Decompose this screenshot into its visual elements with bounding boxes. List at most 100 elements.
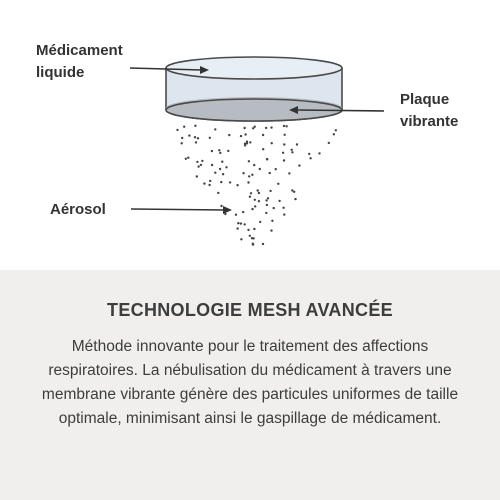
label-aerosol: Aérosol	[50, 201, 106, 218]
arrow-aerosol	[130, 208, 226, 211]
aerosol-droplet	[248, 195, 252, 198]
aerosol-droplet	[327, 141, 330, 145]
aerosol-droplet	[249, 141, 252, 144]
aerosol-droplet	[277, 182, 280, 185]
aerosol-droplet	[210, 163, 214, 167]
label-plaque-vibrante: Plaque vibrante	[400, 89, 458, 133]
aerosol-droplet	[203, 182, 206, 185]
aerosol-droplet	[266, 197, 270, 200]
aerosol-droplet	[220, 180, 223, 184]
aerosol-droplet	[240, 238, 243, 241]
aerosol-droplet	[252, 127, 255, 130]
aerosol-droplet	[251, 207, 254, 211]
aerosol-droplet	[288, 172, 291, 175]
label-plaque-line2: vibrante	[400, 113, 459, 130]
aerosol-droplet	[183, 125, 186, 128]
aerosol-droplet	[262, 148, 265, 151]
cup-rim	[165, 56, 343, 80]
aerosol-droplet	[282, 159, 286, 162]
aerosol-droplet	[283, 143, 286, 146]
label-plaque-line1: Plaque	[400, 91, 450, 108]
aerosol-droplet	[278, 199, 281, 203]
aerosol-droplet	[239, 222, 243, 225]
aerosol-droplet	[295, 143, 299, 146]
aerosol-droplet	[234, 213, 238, 216]
aerosol-droplet	[251, 173, 254, 176]
arrow-medicament-head	[200, 66, 209, 74]
aerosol-droplet	[253, 125, 256, 128]
aerosol-droplet	[247, 160, 251, 163]
aerosol-droplet	[176, 128, 179, 132]
aerosol-droplet	[253, 198, 256, 201]
panel-description: Méthode innovante pour le traitement des…	[41, 338, 459, 427]
aerosol-droplet	[291, 151, 294, 154]
aerosol-droplet	[239, 134, 243, 138]
aerosol-droplet	[196, 160, 199, 164]
aerosol-droplet	[247, 181, 250, 184]
aerosol-droplet	[184, 157, 187, 160]
aerosol-droplet	[270, 126, 273, 129]
aerosol-droplet	[334, 129, 337, 132]
aerosol-droplet	[259, 220, 262, 224]
aerosol-droplet	[188, 134, 191, 137]
aerosol-droplet	[248, 175, 251, 178]
aerosol-droplet	[318, 152, 321, 155]
aerosol-droplet	[208, 136, 211, 139]
aerosol-droplet	[219, 151, 222, 155]
aerosol-droplet	[224, 212, 227, 216]
aerosol-droplet	[281, 151, 285, 154]
aerosol-droplet	[283, 133, 286, 136]
aerosol-droplet	[193, 136, 197, 139]
aerosol-droplet	[249, 192, 253, 195]
aerosol-droplet	[194, 124, 197, 128]
aerosol-droplet	[265, 211, 268, 215]
aerosol-droplet	[217, 191, 220, 195]
aerosol-droplet	[254, 205, 257, 208]
panel-title: TECHNOLOGIE MESH AVANCÉE	[107, 300, 393, 320]
aerosol-droplet	[228, 133, 231, 137]
aerosol-droplet	[298, 164, 301, 167]
aerosol-droplet	[282, 206, 285, 209]
aerosol-droplet	[268, 171, 271, 175]
aerosol-droplet	[180, 142, 183, 145]
aerosol-droplet	[237, 222, 240, 225]
aerosol-droplet	[271, 219, 274, 222]
aerosol-droplet	[196, 137, 200, 140]
aerosol-droplet	[261, 242, 265, 246]
aerosol-droplet	[244, 133, 247, 136]
aerosol-droplet	[294, 197, 297, 201]
aerosol-droplet	[247, 228, 250, 232]
aerosol-droplet	[285, 125, 288, 128]
aerosol-droplet	[209, 179, 212, 183]
aerosol-droplet	[282, 124, 286, 128]
aerosol-droplet	[257, 200, 261, 203]
aerosol-droplet	[210, 149, 214, 153]
aerosol-droplet	[245, 140, 249, 143]
aerosol-droplet	[270, 142, 273, 145]
aerosol-droplet	[293, 190, 296, 193]
aerosol-droplet	[218, 149, 221, 152]
aerosol-droplet	[214, 128, 217, 131]
aerosol-droplet	[221, 173, 225, 176]
aerosol-droplet	[236, 184, 239, 187]
aerosol-droplet	[243, 126, 246, 130]
aerosol-droplet	[264, 126, 268, 130]
aerosol-droplet	[332, 133, 336, 136]
aerosol-droplet	[251, 242, 254, 245]
aerosol-droplet	[283, 213, 286, 216]
aerosol-droplet	[245, 142, 249, 145]
aerosol-droplet	[261, 133, 265, 137]
aerosol-droplet	[274, 168, 277, 171]
aerosol-droplet	[253, 163, 256, 167]
aerosol-droplet	[199, 163, 203, 167]
aerosol-droplet	[242, 210, 245, 214]
arrow-aerosol-head	[223, 206, 232, 214]
aerosol-droplet	[197, 165, 200, 168]
info-panel	[0, 270, 500, 500]
aerosol-droplet	[236, 227, 239, 230]
aerosol-droplet	[243, 223, 246, 226]
arrow-medicament	[129, 67, 203, 71]
label-medicament-line1: Médicament	[36, 42, 123, 59]
label-medicament-line2: liquide	[36, 64, 85, 81]
aerosol-droplet	[243, 142, 247, 145]
